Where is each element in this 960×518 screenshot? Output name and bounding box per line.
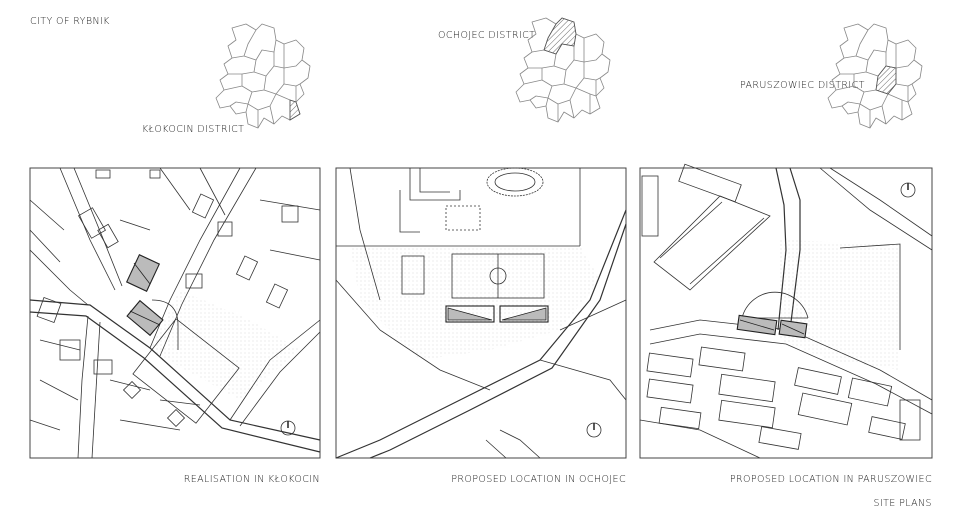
- klokocin-district-label: KŁOKOCIN DISTRICT: [142, 124, 245, 135]
- caption-klokocin: REALISATION IN KŁOKOCIN: [183, 474, 320, 485]
- paruszowiec-district-label: PARUSZOWIEC DISTRICT: [740, 80, 865, 91]
- city-label: CITY OF RYBNIK: [30, 16, 110, 27]
- site-plan-klokocin: [29, 167, 321, 459]
- site-plan-paruszowiec: [639, 163, 933, 459]
- city-map-paruszowiec: [827, 23, 923, 129]
- caption-ochojec: PROPOSED LOCATION IN OCHOJEC: [451, 474, 626, 485]
- caption-paruszowiec: PROPOSED LOCATION IN PARUSZOWIEC: [729, 474, 932, 485]
- ochojec-district-label: OCHOJEC DISTRICT: [438, 30, 536, 41]
- city-map-klokocin: [215, 23, 311, 129]
- city-map-ochojec: [515, 17, 611, 123]
- site-plan-ochojec: [335, 167, 627, 459]
- site-plans-title: SITE PLANS: [873, 498, 932, 509]
